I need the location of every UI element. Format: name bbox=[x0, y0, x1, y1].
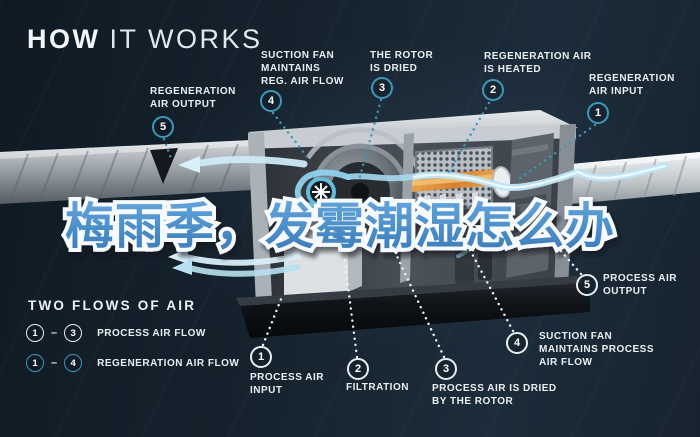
title-bold: HOW bbox=[27, 24, 101, 54]
right-compartment bbox=[506, 133, 554, 278]
badge-regeneration-3: 3 bbox=[371, 77, 393, 99]
label-suction-fan-process: SUCTION FAN MAINTAINS PROCESS AIR FLOW bbox=[539, 331, 654, 368]
label-regeneration-air-heated: REGENERATION AIR IS HEATED bbox=[484, 51, 592, 75]
legend-dash: – bbox=[51, 327, 58, 339]
badge-regeneration-2: 2 bbox=[482, 79, 504, 101]
title-light: IT WORKS bbox=[109, 24, 263, 54]
label-process-air-dried: PROCESS AIR IS DRIED BY THE ROTOR bbox=[432, 383, 557, 407]
badge-process-2: 2 bbox=[347, 358, 369, 380]
suction-fan-icon bbox=[306, 177, 336, 207]
label-filtration: FILTRATION bbox=[346, 382, 409, 393]
label-rotor-is-dried: THE ROTOR IS DRIED bbox=[370, 50, 434, 74]
badge-regeneration-4: 4 bbox=[260, 90, 282, 112]
left-duct bbox=[0, 140, 252, 204]
legend-dash: – bbox=[51, 357, 58, 369]
badge-process-4: 4 bbox=[506, 332, 528, 354]
legend-row-process: 1 – 3 PROCESS AIR FLOW bbox=[26, 324, 206, 342]
process-leader-lines bbox=[261, 246, 583, 359]
badge-regeneration-5: 5 bbox=[152, 116, 174, 138]
badge-process-5: 5 bbox=[576, 274, 598, 296]
label-regeneration-air-input: REGENERATION AIR INPUT bbox=[589, 73, 675, 97]
legend-label-process: PROCESS AIR FLOW bbox=[97, 327, 206, 339]
headline-text: 梅雨季，发霉潮湿怎么办 bbox=[65, 198, 615, 255]
regeneration-leader-lines bbox=[162, 98, 597, 183]
legend-badge-from-process: 1 bbox=[26, 324, 44, 342]
machine-base bbox=[236, 276, 590, 338]
legend-label-regeneration: REGENERATION AIR FLOW bbox=[97, 357, 240, 369]
support-posts bbox=[424, 192, 478, 217]
legend-heading: TWO FLOWS OF AIR bbox=[28, 298, 197, 313]
legend-badge-from-regeneration: 1 bbox=[26, 354, 44, 372]
badge-process-3: 3 bbox=[435, 358, 457, 380]
label-regeneration-air-output: REGENERATION AIR OUTPUT bbox=[150, 86, 236, 110]
label-process-air-input: PROCESS AIR INPUT bbox=[250, 372, 325, 396]
badge-process-1: 1 bbox=[250, 346, 272, 368]
badge-regeneration-1: 1 bbox=[587, 102, 609, 124]
filter-boxes bbox=[284, 208, 362, 300]
airflow-arrows bbox=[168, 156, 669, 277]
legend-row-regeneration: 1 – 4 REGENERATION AIR FLOW bbox=[26, 354, 239, 372]
legend-badge-to-regeneration: 4 bbox=[64, 354, 83, 372]
legend-badge-to-process: 3 bbox=[64, 324, 83, 342]
page-title: HOW IT WORKS bbox=[27, 24, 263, 55]
label-process-air-output: PROCESS AIR OUTPUT bbox=[603, 273, 678, 297]
label-suction-fan-reg: SUCTION FAN MAINTAINS REG. AIR FLOW bbox=[261, 50, 344, 87]
